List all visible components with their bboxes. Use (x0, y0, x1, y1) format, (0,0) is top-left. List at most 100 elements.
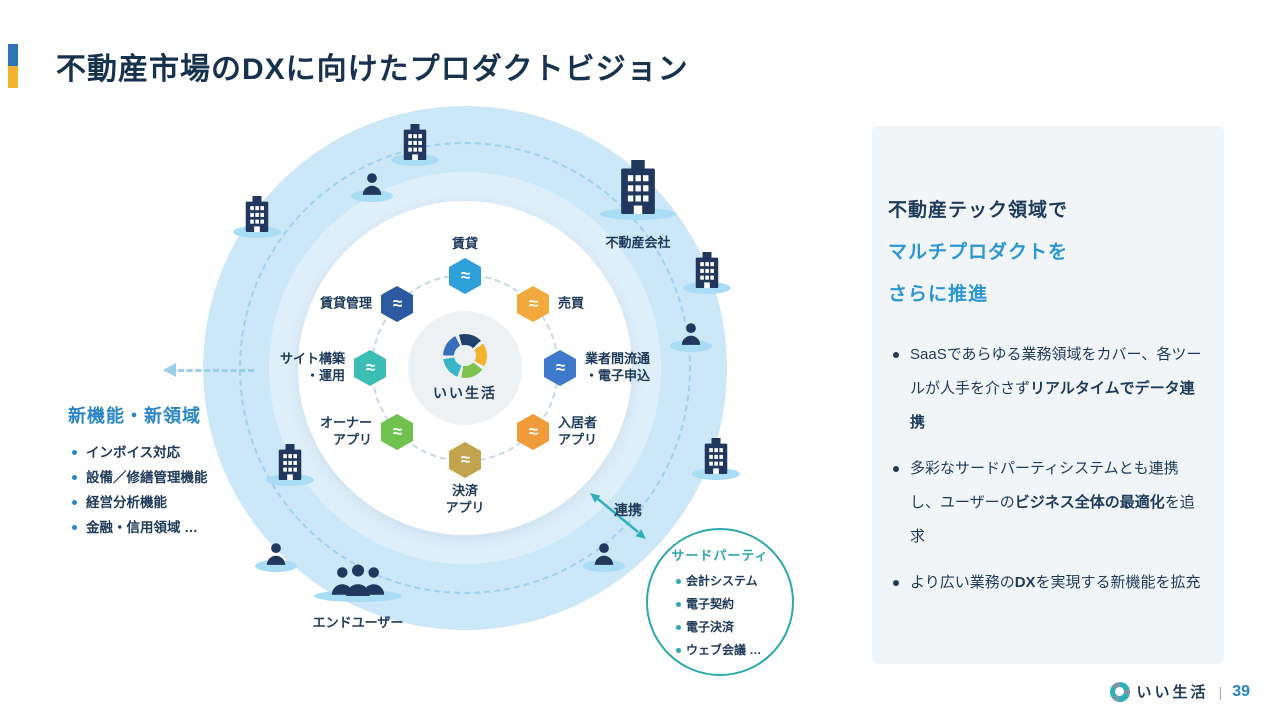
shadow-ellipse (266, 474, 314, 486)
panel-bullet: SaaSであらゆる業務領域をカバー、各ツールが人手を介さずリアルタイムでデータ連… (888, 338, 1206, 440)
footer: いい生活 | 39 (1109, 681, 1250, 702)
new-features-item: 設備／修繕管理機能 (72, 465, 208, 490)
product-site-ops: ≈ サイト構築 ・運用 (280, 350, 386, 386)
wave-icon: ≈ (460, 266, 470, 285)
footer-page-number: 39 (1232, 682, 1250, 700)
shadow-ellipse (391, 154, 439, 166)
product-label: 決済 アプリ (445, 483, 485, 515)
new-features-title: 新機能・新領域 (68, 406, 201, 426)
wave-icon: ≈ (392, 422, 402, 441)
shadow-ellipse (670, 340, 712, 352)
actor-building (677, 252, 737, 294)
new-features-item: 経営分析機能 (72, 490, 208, 515)
third-party-item: 電子契約 (676, 593, 792, 616)
product-sales: ≈ 売買 (517, 286, 584, 322)
third-party-item: 会計システム (676, 570, 792, 593)
product-hex-icon: ≈ (517, 286, 549, 322)
panel-bullet: より広い業務のDXを実現する新機能を拡充 (888, 566, 1206, 600)
panel-bullet-list: SaaSであらゆる業務領域をカバー、各ツールが人手を介さずリアルタイムでデータ連… (888, 338, 1206, 600)
new-features-item: インボイス対応 (72, 440, 208, 465)
footer-divider: | (1218, 683, 1223, 700)
panel-heading-line: 不動産テック領域で (888, 200, 1069, 221)
link-label: 連携 (614, 502, 642, 518)
actor-person (342, 170, 402, 202)
actor-end-users (314, 562, 402, 602)
panel-bullet: 多彩なサードパーティシステムとも連携し、ユーザーのビジネス全体の最適化を追求 (888, 452, 1206, 554)
brand-logo-icon (443, 333, 487, 378)
third-party-list: 会計システム 電子契約 電子決済 ウェブ会議 … (648, 570, 792, 662)
right-panel: 不動産テック領域で マルチプロダクトを さらに推進 SaaSであらゆる業務領域を… (872, 126, 1224, 664)
footer-logo-icon (1109, 681, 1130, 702)
product-hex-icon: ≈ (517, 414, 549, 450)
product-tenant-app: ≈ 入居者 アプリ (517, 414, 597, 450)
third-party-item: ウェブ会議 … (676, 639, 792, 662)
shadow-ellipse (255, 560, 297, 572)
new-features-arrow-icon (163, 363, 176, 377)
product-rental-mgmt: ≈ 賃貸管理 (320, 286, 413, 322)
center-logo-label: いい生活 (433, 384, 497, 401)
building-icon (615, 160, 661, 214)
product-label: オーナー アプリ (319, 415, 372, 447)
product-label: 業者間流通 ・電子申込 (585, 351, 651, 383)
person-icon (359, 170, 385, 196)
product-hex-icon: ≈ (449, 258, 481, 294)
third-party-circle: サードパーティ 会計システム 電子契約 電子決済 ウェブ会議 … (646, 528, 794, 676)
panel-heading-line: マルチプロダクトを (888, 242, 1069, 263)
wave-icon: ≈ (460, 450, 470, 469)
product-label: サイト構築 ・運用 (279, 351, 345, 383)
end-user-label: エンドユーザー (312, 615, 404, 630)
actor-person (661, 320, 721, 352)
person-icon (678, 320, 704, 346)
product-b2b-flow: ≈ 業者間流通 ・電子申込 (544, 350, 650, 386)
center-logo: いい生活 (408, 311, 522, 425)
shadow-ellipse (600, 208, 676, 220)
new-features-arrow-line (178, 369, 254, 372)
shadow-ellipse (583, 560, 625, 572)
footer-brand: いい生活 (1136, 684, 1209, 701)
building-icon (692, 252, 722, 288)
product-hex-icon: ≈ (381, 286, 413, 322)
new-features-list: インボイス対応 設備／修繕管理機能 経営分析機能 金融・信用領域 … (72, 440, 208, 540)
actor-building (227, 196, 287, 238)
product-hex-icon: ≈ (449, 442, 481, 478)
product-owner-app: ≈ オーナー アプリ (320, 414, 413, 450)
building-icon (242, 196, 272, 232)
new-features-item: 金融・信用領域 … (72, 515, 208, 540)
product-hex-icon: ≈ (354, 350, 386, 386)
person-icon (263, 540, 289, 566)
actor-person (574, 540, 634, 572)
wave-icon: ≈ (392, 294, 402, 313)
product-label: 入居者 アプリ (558, 415, 598, 447)
wave-icon: ≈ (528, 422, 538, 441)
product-label: 賃貸 (451, 236, 479, 252)
title-accent-yellow (8, 66, 18, 88)
people-icon (328, 562, 388, 596)
building-icon (400, 124, 430, 160)
third-party-title: サードパーティ (671, 548, 769, 563)
building-icon (701, 438, 731, 474)
actor-building (260, 444, 320, 486)
page-title: 不動産市場のDXに向けたプロダクトビジョン (56, 53, 689, 86)
product-label: 売買 (558, 295, 585, 311)
actor-building (385, 124, 445, 166)
company-label: 不動産会社 (605, 235, 671, 250)
product-label: 賃貸管理 (319, 295, 372, 311)
product-payment-app: ≈ 決済 アプリ (445, 442, 485, 515)
wave-icon: ≈ (528, 294, 538, 313)
panel-heading-line: さらに推進 (888, 284, 989, 305)
shadow-ellipse (683, 282, 731, 294)
product-rental: ≈ 賃貸 (449, 236, 481, 294)
product-hex-icon: ≈ (381, 414, 413, 450)
product-hex-icon: ≈ (544, 350, 576, 386)
wave-icon: ≈ (365, 358, 375, 377)
shadow-ellipse (233, 226, 281, 238)
shadow-ellipse (692, 468, 740, 480)
shadow-ellipse (351, 190, 393, 202)
link-arrow-icon (590, 493, 646, 539)
actor-building (686, 438, 746, 480)
building-icon (275, 444, 305, 480)
actor-real-estate-company (600, 160, 676, 220)
third-party-item: 電子決済 (676, 616, 792, 639)
wave-icon: ≈ (555, 358, 565, 377)
